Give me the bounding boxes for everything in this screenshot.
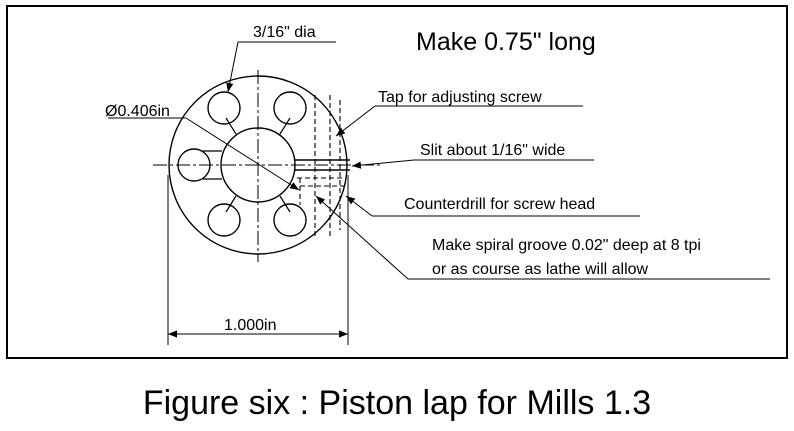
tapped-hole-hidden-lines [314, 95, 341, 237]
centre-lines [153, 70, 380, 262]
annotation-leaders [315, 105, 770, 280]
drawing-frame [6, 5, 788, 359]
annotation-tap: Tap for adjusting screw [378, 89, 542, 106]
outer-diameter-label: 1.000in [224, 317, 277, 334]
annotation-spiral-groove-2: or as course as lathe will allow [432, 261, 649, 278]
counterdrill-hidden-lines [297, 177, 345, 205]
figure-caption: Figure six : Piston lap for Mills 1.3 [142, 384, 652, 422]
hole-lower-left [207, 203, 241, 237]
hole-upper-right [273, 91, 307, 125]
header-note: Make 0.75" long [416, 28, 596, 56]
hole-left [177, 148, 211, 182]
annotation-slit: Slit about 1/16" wide [420, 142, 565, 159]
annotation-counterdrill: Counterdrill for screw head [404, 196, 595, 213]
bore-diameter-label: Ø0.406in [105, 103, 170, 120]
lap-body-outline [168, 75, 348, 255]
bore-and-holes [177, 91, 307, 237]
hole-lower-right [273, 203, 307, 237]
hole-diameter-leader [226, 41, 336, 93]
bore-circle [220, 127, 296, 203]
slit [294, 159, 350, 171]
annotation-spiral-groove: Make spiral groove 0.02" deep at 8 tpi [432, 237, 701, 254]
hole-upper-left [207, 91, 241, 125]
bore-diameter-leader [108, 117, 300, 191]
hole-diameter-label: 3/16" dia [253, 24, 316, 41]
